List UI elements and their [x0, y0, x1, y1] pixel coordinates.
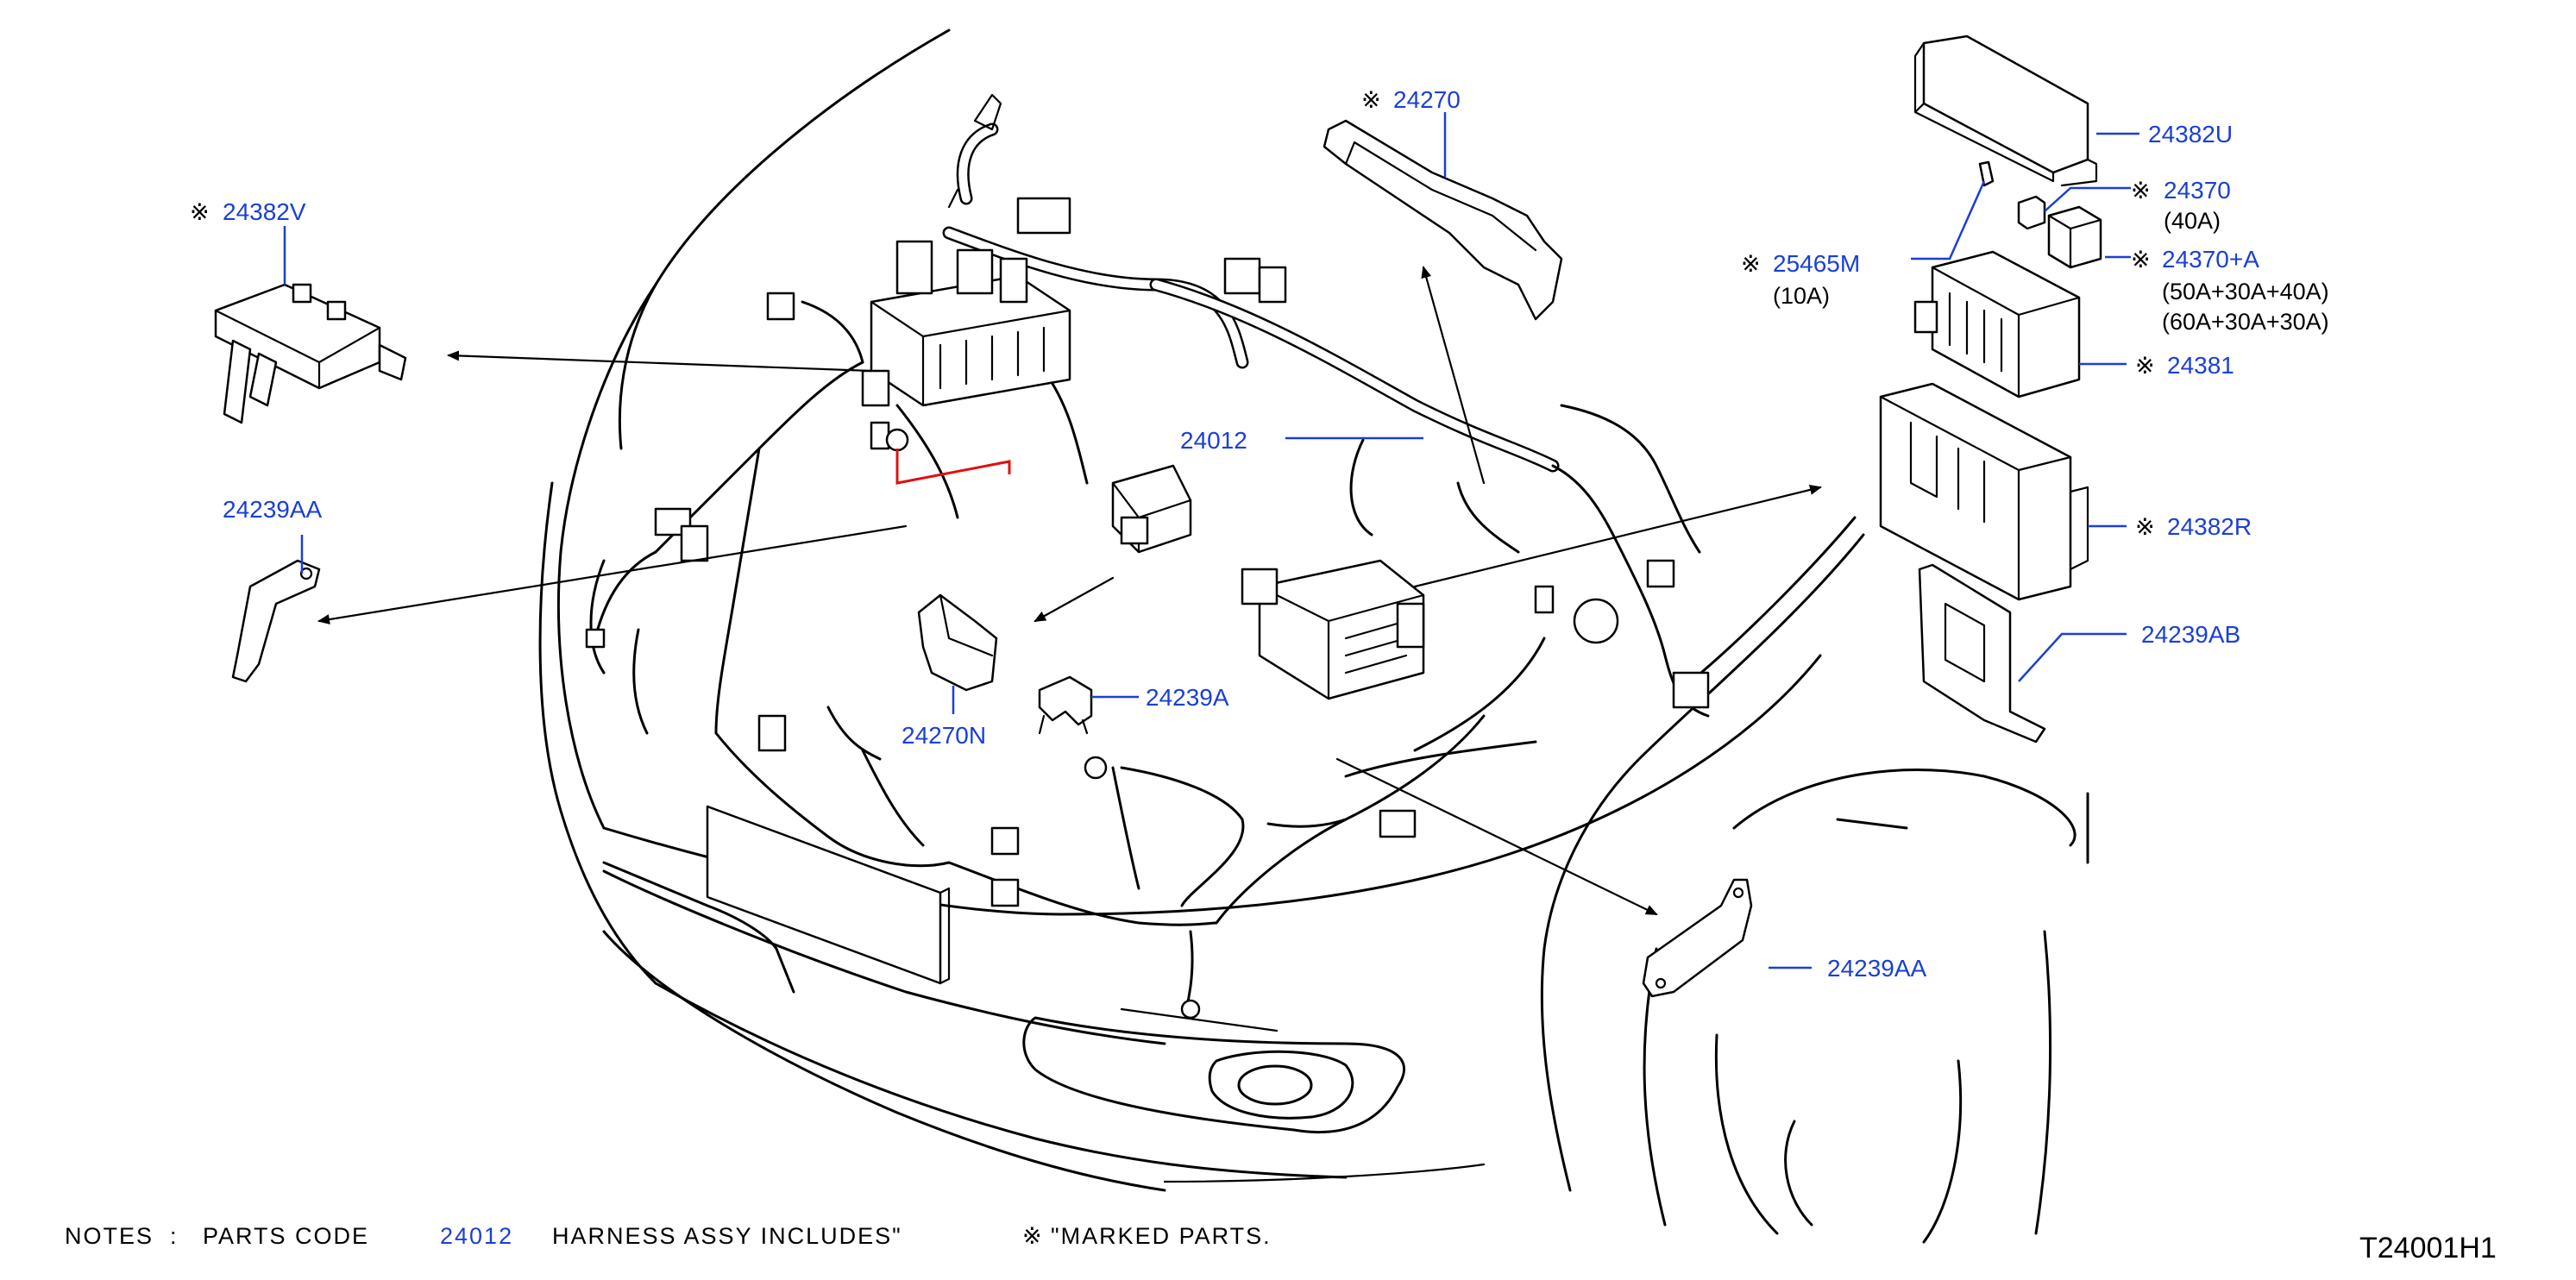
part-24270-cover — [1323, 119, 1563, 321]
arrow-to-24270N — [1034, 576, 1115, 623]
label-24270: 24270 — [1393, 86, 1461, 113]
control-module-right — [1241, 559, 1425, 700]
notes-marked: "MARKED PARTS. — [1051, 1223, 1272, 1249]
part-25465M-fuse — [1978, 160, 1995, 187]
arrow-to-24239AA-right — [1335, 757, 1658, 916]
part-24239AA-left-bracket — [231, 559, 321, 683]
arrow-to-24382R — [1413, 485, 1822, 588]
part-24382R-fuse-box — [1879, 382, 2089, 601]
label-24270N: 24270N — [902, 722, 986, 749]
notes-footer: NOTES : PARTS CODE 24012 HARNESS ASSY IN… — [65, 1223, 1272, 1249]
part-24381-fuse-block — [1913, 250, 2081, 398]
engine-room-fuse-block — [861, 197, 1071, 407]
label-24370A-amp1: (50A+30A+40A) — [2162, 279, 2329, 304]
label-24012: 24012 — [1180, 427, 1247, 454]
mark-24382V: ※ — [190, 199, 210, 225]
label-24381: 24381 — [2167, 352, 2234, 379]
part-24239AB-bracket — [1918, 563, 2046, 744]
arrow-to-24239AA-left — [317, 524, 908, 625]
label-25465M: 25465M — [1773, 250, 1860, 277]
mark-25465M: ※ — [1741, 251, 1761, 277]
part-24270N-cover — [917, 593, 998, 692]
relay-bracket-center — [1111, 464, 1192, 554]
part-24382U-fuse-cover — [1913, 35, 2098, 187]
label-24370-amp: (40A) — [2164, 208, 2221, 234]
mark-24381: ※ — [2135, 353, 2155, 379]
mark-24370A: ※ — [2131, 247, 2151, 273]
label-24382R: 24382R — [2167, 513, 2252, 540]
leader-lines — [283, 112, 2139, 969]
label-24370A-amp2: (60A+30A+30A) — [2162, 309, 2329, 335]
label-24382U: 24382U — [2148, 121, 2233, 147]
part-24382V-bracket — [214, 283, 407, 424]
notes-prefix: NOTES — [65, 1223, 154, 1249]
label-24239AA-left: 24239AA — [223, 496, 323, 523]
arrow-to-24382V — [447, 350, 873, 373]
mark-24270: ※ — [1361, 87, 1381, 113]
part-24239A-clip — [1038, 675, 1093, 735]
notes-parts-code: PARTS CODE — [203, 1223, 369, 1249]
label-24239A: 24239A — [1146, 684, 1229, 711]
part-labels: ※ 24270 24382U ※ 24370 (40A) ※ 25465M (1… — [190, 86, 2329, 982]
mark-24370: ※ — [2131, 178, 2151, 204]
diagram-id: T24001H1 — [2359, 1232, 2497, 1264]
notes-harness: HARNESS ASSY INCLUDES" — [552, 1223, 902, 1249]
notes-code: 24012 — [440, 1223, 513, 1249]
part-24239AA-right-bracket — [1642, 878, 1753, 998]
label-24239AA-right: 24239AA — [1827, 955, 1927, 982]
red-bracket-marker — [895, 449, 1011, 485]
main-wiring-harness — [589, 93, 1710, 1011]
label-24382V: 24382V — [223, 198, 306, 225]
part-24370-fuse — [2017, 195, 2046, 230]
notes-colon: : — [170, 1223, 179, 1249]
label-24370A: 24370+A — [2162, 246, 2259, 273]
mark-24382R: ※ — [2135, 514, 2155, 540]
notes-mark: ※ — [1022, 1223, 1044, 1249]
arrow-to-24270 — [1421, 266, 1486, 485]
bay-connectors — [585, 257, 1710, 1020]
label-24239AB: 24239AB — [2141, 621, 2240, 648]
label-25465M-amp: (10A) — [1773, 283, 1830, 309]
part-24370A-fuse — [2047, 205, 2102, 269]
label-24370: 24370 — [2164, 177, 2231, 204]
pointer-arrows — [317, 266, 1822, 916]
vehicle-body-outline — [538, 28, 2089, 1244]
